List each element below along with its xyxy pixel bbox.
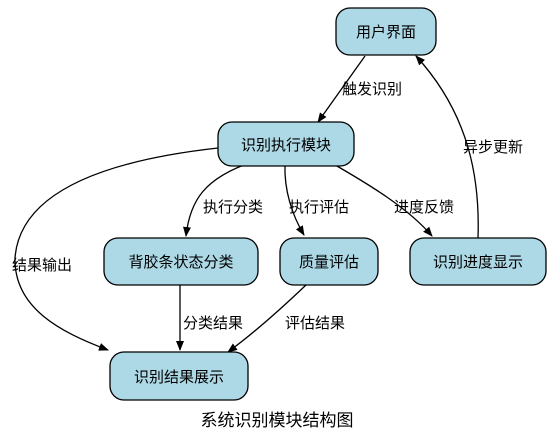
edge-label-progress-feedback: 进度反馈: [394, 198, 454, 216]
edge-label-result-output: 结果输出: [12, 256, 72, 274]
node-label-quality-eval: 质量评估: [299, 253, 359, 271]
node-label-progress-display: 识别进度显示: [433, 253, 523, 271]
edge-execute-classify: [183, 161, 253, 237]
edge-label-execute-classify: 执行分类: [203, 198, 263, 216]
node-label-result-display: 识别结果展示: [134, 368, 224, 386]
node-recognition-exec: 识别执行模块: [217, 121, 355, 167]
node-label-spine-classify: 背胶条状态分类: [128, 253, 233, 271]
diagram-caption: 系统识别模块结构图: [201, 411, 354, 431]
edges: [14, 55, 479, 353]
edge-label-evaluate-result: 评估结果: [285, 314, 345, 332]
node-label-recognition-exec: 识别执行模块: [241, 136, 331, 154]
edge-progress-feedback: [329, 161, 433, 237]
node-spine-classify: 背胶条状态分类: [103, 237, 259, 286]
edge-labels: 触发识别 执行分类 执行评估 进度反馈 结果输出 分类结果 评估结果 异步更新: [12, 80, 523, 332]
node-quality-eval: 质量评估: [279, 237, 379, 286]
edge-label-execute-evaluate: 执行评估: [289, 198, 349, 216]
nodes: 用户界面 识别执行模块 背胶条状态分类 质量评估 识别进度显示 识别结果展示: [103, 7, 547, 401]
edge-result-output: [14, 147, 219, 351]
edge-execute-evaluate: [284, 163, 305, 236]
node-result-display: 识别结果展示: [109, 351, 249, 401]
node-progress-display: 识别进度显示: [409, 237, 547, 286]
node-label-user-interface: 用户界面: [356, 23, 416, 41]
edge-async-update: [415, 55, 479, 239]
edge-evaluate-result: [227, 284, 307, 353]
edge-label-classify-result: 分类结果: [183, 314, 243, 332]
edge-trigger-recognition: [317, 55, 366, 123]
edge-label-trigger-recognition: 触发识别: [342, 80, 402, 98]
node-user-interface: 用户界面: [335, 7, 437, 56]
edge-label-async-update: 异步更新: [463, 138, 523, 156]
